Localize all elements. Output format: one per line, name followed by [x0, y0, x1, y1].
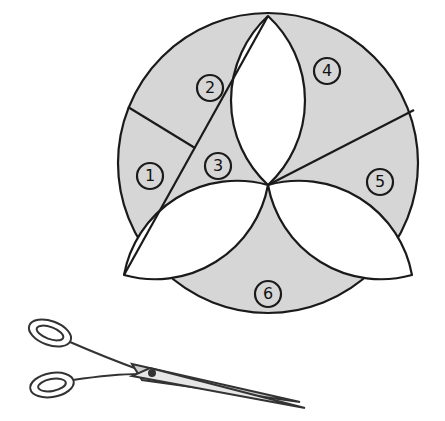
left-lens: [124, 181, 268, 279]
callout-number: 6: [256, 282, 280, 306]
callout-ring: [137, 163, 163, 189]
top-lens: [231, 16, 305, 185]
scissors: [25, 314, 305, 408]
right-lens: [268, 181, 412, 279]
cut-line: [124, 16, 268, 275]
callout-number: 2: [198, 76, 222, 100]
cut-line: [128, 107, 195, 148]
cut-line: [268, 110, 414, 185]
callout-number: 4: [315, 59, 339, 83]
callout-ring: [367, 169, 393, 195]
callout-number: 1: [138, 164, 162, 188]
callout-ring: [314, 58, 340, 84]
callout-ring: [255, 281, 281, 307]
disk: [118, 13, 418, 313]
callout-number: 3: [206, 154, 230, 178]
callout-ring: [205, 153, 231, 179]
callout-number: 5: [368, 170, 392, 194]
callout-ring: [197, 75, 223, 101]
